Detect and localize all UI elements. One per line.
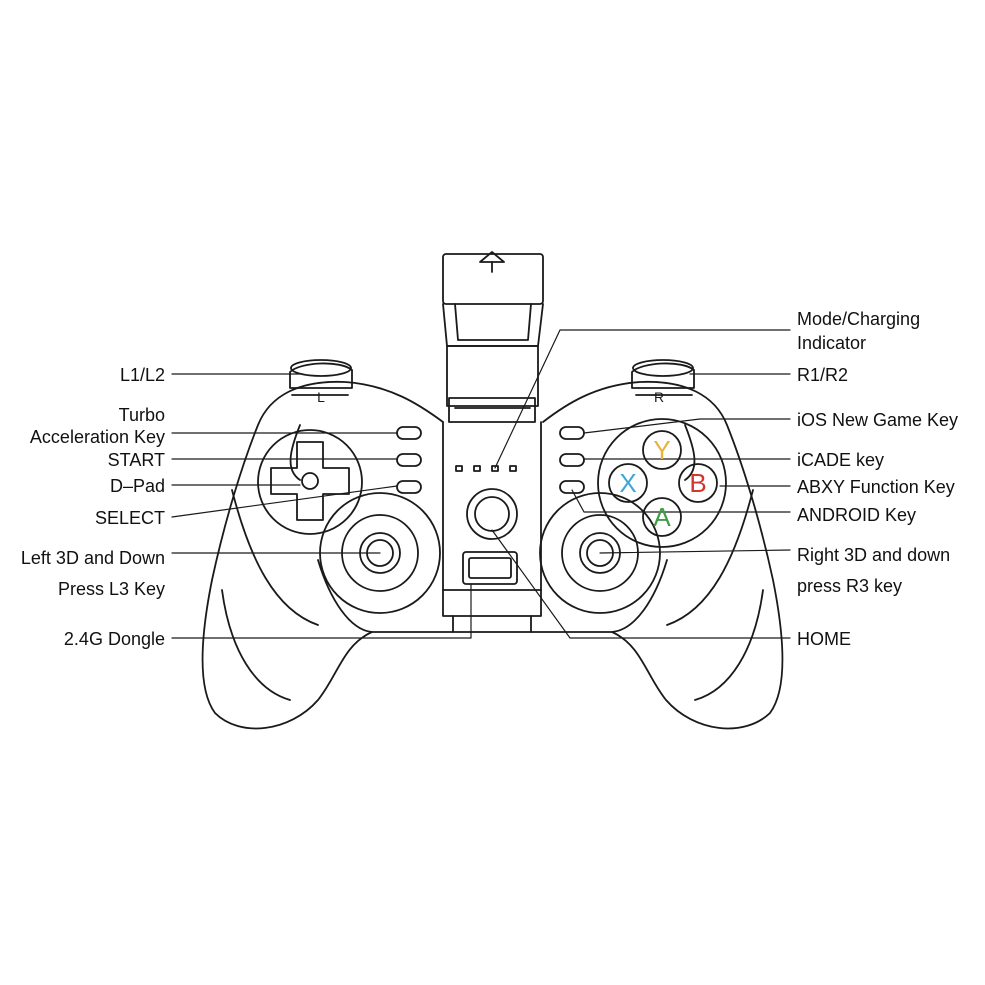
leader-lines-right <box>491 329 791 639</box>
dongle-slot <box>462 551 518 585</box>
leader-lines-left <box>171 373 472 639</box>
label-turbo: Turbo Acceleration Key <box>29 405 165 447</box>
b-button <box>678 463 718 503</box>
turbo-key <box>396 426 422 440</box>
label-r1r2: R1/R2 <box>797 365 849 385</box>
icade-key <box>559 453 585 467</box>
label-abxy: ABXY Function Key <box>797 477 955 497</box>
start-key <box>396 453 422 467</box>
b-letter: B <box>689 468 706 498</box>
right-stick-well <box>539 492 661 614</box>
y-letter: Y <box>653 435 670 465</box>
android-key <box>559 480 585 494</box>
right-shoulder-r1r2 <box>631 359 695 396</box>
label-mode-indicator: Mode/Charging Indicator <box>797 309 921 353</box>
x-button <box>608 463 648 503</box>
label-left-stick: Left 3D and Down Press L3 Key <box>20 548 165 599</box>
abxy-well <box>597 418 727 548</box>
label-dongle: 2.4G Dongle <box>63 629 165 649</box>
select-key <box>396 480 422 494</box>
l-mark: L <box>317 389 325 405</box>
x-letter: X <box>619 468 636 498</box>
dpad <box>270 441 350 521</box>
dpad-well <box>257 429 363 535</box>
label-home: HOME <box>797 629 851 649</box>
label-right-stick: Right 3D and down press R3 key <box>797 545 951 596</box>
home-button <box>466 488 518 540</box>
label-start: START <box>107 450 165 470</box>
phone-clamp <box>442 251 544 423</box>
ios-game-key <box>559 426 585 440</box>
label-android-key: ANDROID Key <box>797 505 917 525</box>
r-mark: R <box>654 389 664 405</box>
mode-charging-indicator <box>455 465 517 472</box>
label-icade-key: iCADE key <box>797 450 885 470</box>
label-dpad: D–Pad <box>109 476 165 496</box>
a-button <box>642 497 682 537</box>
y-button <box>642 430 682 470</box>
label-select: SELECT <box>94 508 165 528</box>
controller-body <box>201 380 784 730</box>
left-shoulder-l1l2 <box>289 359 353 396</box>
label-ios-key: iOS New Game Key <box>797 410 959 430</box>
a-letter: A <box>653 502 671 532</box>
label-l1l2: L1/L2 <box>119 365 165 385</box>
